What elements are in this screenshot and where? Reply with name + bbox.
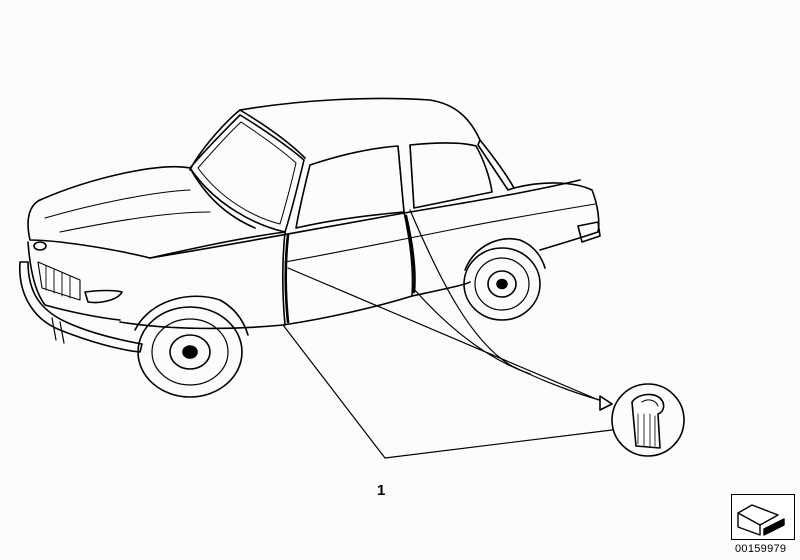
rear-tire-inner [474, 257, 530, 311]
body-crease [284, 203, 596, 263]
rear-window [477, 139, 515, 191]
rear-end [539, 231, 599, 251]
leader-line-rear-lower [412, 287, 531, 375]
front-tire [137, 306, 243, 398]
rear-wheel-arch [464, 238, 546, 271]
document-icon [737, 504, 785, 536]
windshield [189, 114, 305, 233]
front-hubcap [169, 334, 211, 370]
body-lower-line [119, 281, 471, 330]
front-face [27, 241, 121, 321]
leader-line-front-lower [282, 324, 386, 459]
seal-hatching [637, 413, 656, 447]
body-belt-line [149, 179, 581, 259]
leader-arrowhead [599, 395, 613, 411]
leader-line-front-mid [287, 267, 609, 405]
windshield-inner [197, 121, 297, 225]
hood-outline [39, 165, 256, 229]
door-seal-front [284, 233, 290, 324]
front-wheel-arch [134, 295, 249, 336]
front-hub-center [182, 345, 198, 359]
leader-line-rear-pillar [409, 209, 609, 403]
bumper-guard [51, 317, 65, 344]
hood-crease [44, 189, 211, 233]
rear-deck [513, 182, 600, 233]
front-side-window [295, 145, 405, 229]
grille [37, 261, 81, 301]
roof-outline [189, 97, 481, 171]
rear-hub-center [496, 278, 508, 290]
roof-front-edge [239, 109, 306, 159]
seal-profile-inner [641, 399, 659, 407]
diagram-number: 00159979 [735, 543, 787, 555]
rear-side-window [409, 142, 493, 209]
hood-rear-edge [149, 231, 286, 259]
roundel [33, 241, 47, 251]
rear-hubcap [487, 270, 517, 298]
grille-bars [45, 265, 71, 299]
rear-tire [463, 247, 541, 321]
rear-bumper [577, 221, 601, 243]
document-icon-box [731, 494, 795, 540]
detail-circle [611, 383, 685, 457]
front-tire-inner [151, 318, 229, 386]
headlight [84, 289, 123, 304]
hood-front [27, 199, 151, 259]
callout-label-1: 1 [377, 482, 386, 499]
front-bumper [19, 261, 143, 353]
door-pillar [397, 144, 415, 213]
door-front-edge [281, 231, 286, 326]
door-seal-rear [404, 214, 416, 294]
seal-profile [631, 393, 665, 449]
leader-line-to-callout [384, 429, 613, 459]
